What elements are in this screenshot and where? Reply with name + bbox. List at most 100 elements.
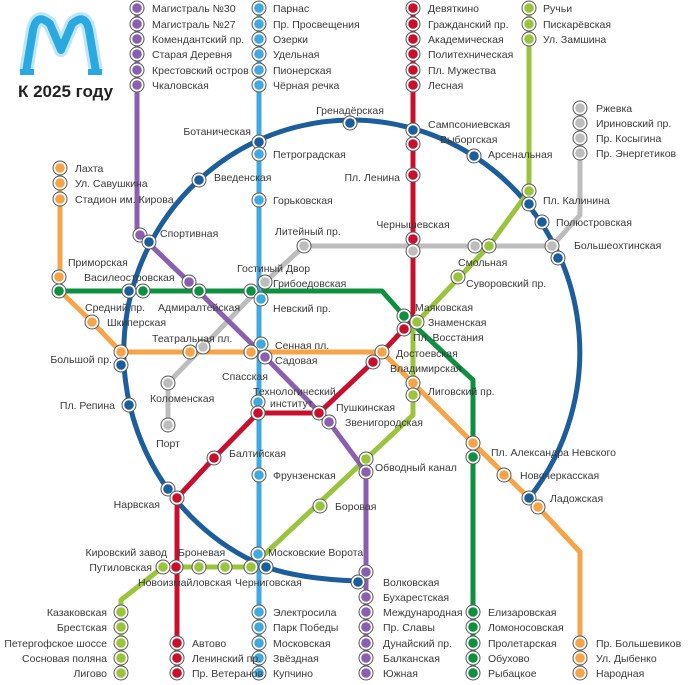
station-marker[interactable] [254, 3, 264, 13]
station-marker[interactable] [361, 638, 371, 648]
station[interactable]: Ул. Замшина [521, 31, 606, 47]
station[interactable]: Пл. Мужества [405, 62, 496, 78]
station-marker[interactable] [575, 118, 585, 128]
station[interactable]: Адмиралтейская [158, 274, 240, 314]
station-marker[interactable] [254, 622, 264, 632]
station-marker[interactable] [412, 317, 422, 327]
station-marker[interactable] [185, 347, 195, 357]
station-marker[interactable] [254, 195, 264, 205]
station[interactable]: Пр. Большевиков [572, 635, 682, 651]
station-marker[interactable] [116, 638, 126, 648]
station-marker[interactable] [132, 80, 142, 90]
station-marker[interactable] [260, 277, 270, 287]
station-marker[interactable] [254, 80, 264, 90]
station[interactable]: Смольная [458, 238, 507, 269]
station[interactable]: Балканская [358, 650, 440, 666]
station[interactable]: Пл. Восстания [396, 321, 484, 344]
station-marker[interactable] [116, 622, 126, 632]
station-marker[interactable] [144, 237, 154, 247]
station-marker[interactable] [163, 420, 173, 430]
station[interactable]: Казаковская [47, 604, 129, 620]
station-marker[interactable] [246, 286, 256, 296]
station[interactable]: Стадион им. Кирова [52, 191, 174, 207]
station-marker[interactable] [575, 653, 585, 663]
station[interactable]: Парнас [251, 0, 309, 16]
station-marker[interactable] [368, 357, 378, 367]
station-marker[interactable] [361, 653, 371, 663]
station-marker[interactable] [361, 467, 371, 477]
station-marker[interactable] [377, 347, 387, 357]
station[interactable]: Гражданский пр. [405, 16, 509, 32]
station-marker[interactable] [361, 567, 371, 577]
station-marker[interactable] [468, 653, 478, 663]
station[interactable]: Спасская [222, 344, 268, 383]
station[interactable]: Лахта [52, 160, 104, 176]
station[interactable]: Достоевская [374, 344, 458, 360]
station-marker[interactable] [171, 562, 181, 572]
station[interactable]: Академическая [405, 31, 504, 47]
station-marker[interactable] [361, 607, 371, 617]
station-marker[interactable] [575, 133, 585, 143]
station[interactable]: Пл. Александра Невского [465, 435, 616, 465]
station[interactable]: Бухарестская [358, 589, 449, 605]
station[interactable]: Приморская [51, 257, 128, 299]
station-marker[interactable] [314, 408, 324, 418]
station[interactable]: Ручьи [521, 0, 572, 16]
station[interactable]: Полюстровская [534, 214, 632, 230]
station[interactable]: Путиловская [89, 559, 171, 575]
station-marker[interactable] [353, 577, 363, 587]
station-marker[interactable] [254, 65, 264, 75]
station-marker[interactable] [408, 3, 418, 13]
station-marker[interactable] [361, 668, 371, 678]
station-marker[interactable] [253, 397, 263, 407]
station-marker[interactable] [484, 241, 494, 251]
station-marker[interactable] [116, 607, 126, 617]
station[interactable]: Средний пр. [85, 302, 145, 314]
station-marker[interactable] [254, 638, 264, 648]
station-marker[interactable] [256, 294, 266, 304]
station[interactable]: Южная [358, 665, 418, 681]
station-marker[interactable] [220, 562, 230, 572]
station-marker[interactable] [408, 19, 418, 29]
station-marker[interactable] [132, 34, 142, 44]
station-marker[interactable] [524, 34, 534, 44]
station-marker[interactable] [468, 438, 478, 448]
station[interactable]: Ленинский пр. [169, 650, 261, 666]
station-marker[interactable] [254, 49, 264, 59]
station-marker[interactable] [254, 470, 264, 480]
station[interactable]: Магистраль №27 [129, 16, 236, 32]
station[interactable]: Шкиперская [84, 314, 166, 330]
station-marker[interactable] [116, 668, 126, 678]
station[interactable]: Автово [169, 635, 226, 651]
station-marker[interactable] [524, 186, 534, 196]
station[interactable]: Грибоедовская [257, 274, 346, 290]
station[interactable]: Волковская [350, 564, 439, 590]
station[interactable]: Садовая [257, 349, 318, 367]
station-marker[interactable] [399, 311, 409, 321]
station-marker[interactable] [468, 668, 478, 678]
station[interactable]: Удельная [251, 46, 319, 62]
station[interactable]: Кировский завод [86, 547, 184, 575]
station[interactable]: Сампсониевская [405, 119, 510, 138]
station-marker[interactable] [524, 493, 534, 503]
station-marker[interactable] [246, 347, 256, 357]
station[interactable]: Магистраль №30 [129, 0, 236, 16]
station-marker[interactable] [172, 668, 182, 678]
station-marker[interactable] [132, 65, 142, 75]
station-marker[interactable] [537, 217, 547, 227]
station[interactable]: Ладожская [521, 490, 603, 515]
station-marker[interactable] [408, 246, 418, 256]
station[interactable]: Знаменская [409, 314, 486, 330]
station-marker[interactable] [254, 137, 264, 147]
station-marker[interactable] [246, 562, 256, 572]
station-marker[interactable] [408, 65, 418, 75]
station-marker[interactable] [254, 149, 264, 159]
station-marker[interactable] [116, 360, 126, 370]
station[interactable]: Черниговская [235, 559, 302, 589]
station[interactable]: Пр. Косыгина [572, 130, 661, 146]
station-marker[interactable] [172, 493, 182, 503]
station[interactable]: Пл. Репина [60, 397, 137, 413]
station[interactable]: Звенигородская [321, 414, 423, 430]
station[interactable]: Звёздная [251, 650, 319, 666]
